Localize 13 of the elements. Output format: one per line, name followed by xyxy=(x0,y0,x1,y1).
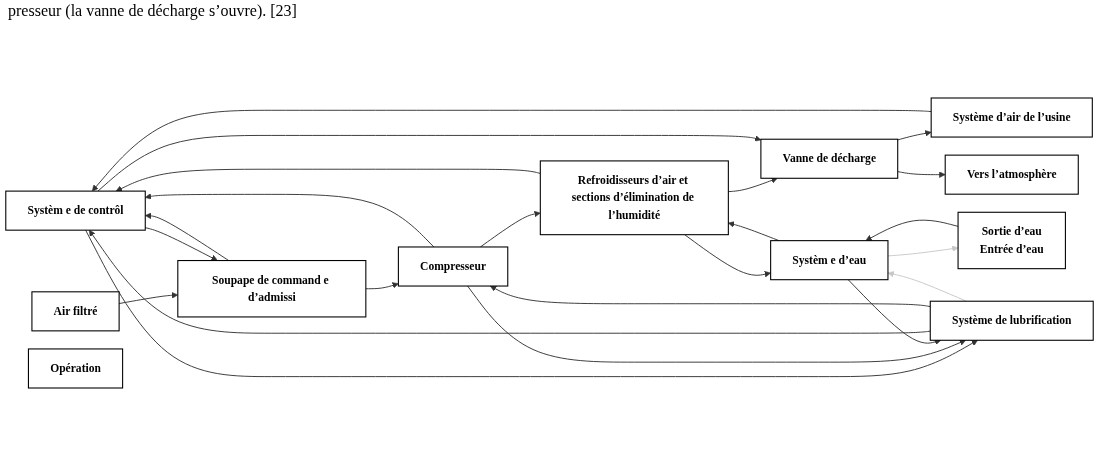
node-box: Refroidisseurs d’air et sections d’élimination de l’humidité xyxy=(539,160,729,236)
text-fragment: presseur (la vanne de décharge s’ouvre). [23] xyxy=(8,2,297,19)
node-box: Soupape de command e d’admissi xyxy=(177,260,367,318)
node-box: Système d’air de l’usine xyxy=(930,97,1093,138)
node-box: Opération xyxy=(27,348,124,389)
node-box: Compresseur xyxy=(397,246,509,287)
node-box: Systèm e d’eau xyxy=(770,240,889,281)
node-box: Air filtré xyxy=(31,291,120,332)
node-box: Systèm e de contrôl xyxy=(5,190,146,231)
node-box: Vers l’atmosphère xyxy=(944,154,1079,195)
node-box: Sortie d’eau Entrée d’eau xyxy=(957,211,1066,270)
node-box: Vanne de décharge xyxy=(760,138,899,179)
node-box: Système de lubrification xyxy=(929,300,1094,341)
